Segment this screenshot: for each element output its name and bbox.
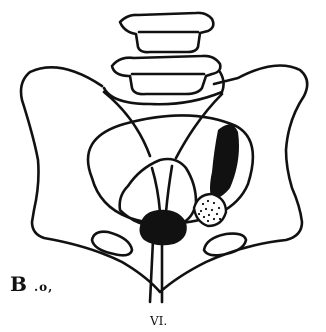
cord-line-left: [150, 240, 153, 302]
figure-label: B: [10, 274, 27, 294]
upper-vertebra: [120, 13, 213, 52]
lower-vertebra: [112, 56, 220, 94]
suture-left: [152, 168, 160, 212]
figure-sublabel: .o,: [34, 281, 53, 293]
dark-shadow-right: [210, 124, 239, 200]
dark-mass-center: [140, 210, 187, 246]
obturator-foramen-right: [204, 234, 246, 256]
pelvic-outline: [21, 66, 307, 293]
suture-right: [166, 166, 172, 212]
plate-number: VI.: [150, 315, 167, 327]
stippled-ovary: [194, 194, 226, 226]
